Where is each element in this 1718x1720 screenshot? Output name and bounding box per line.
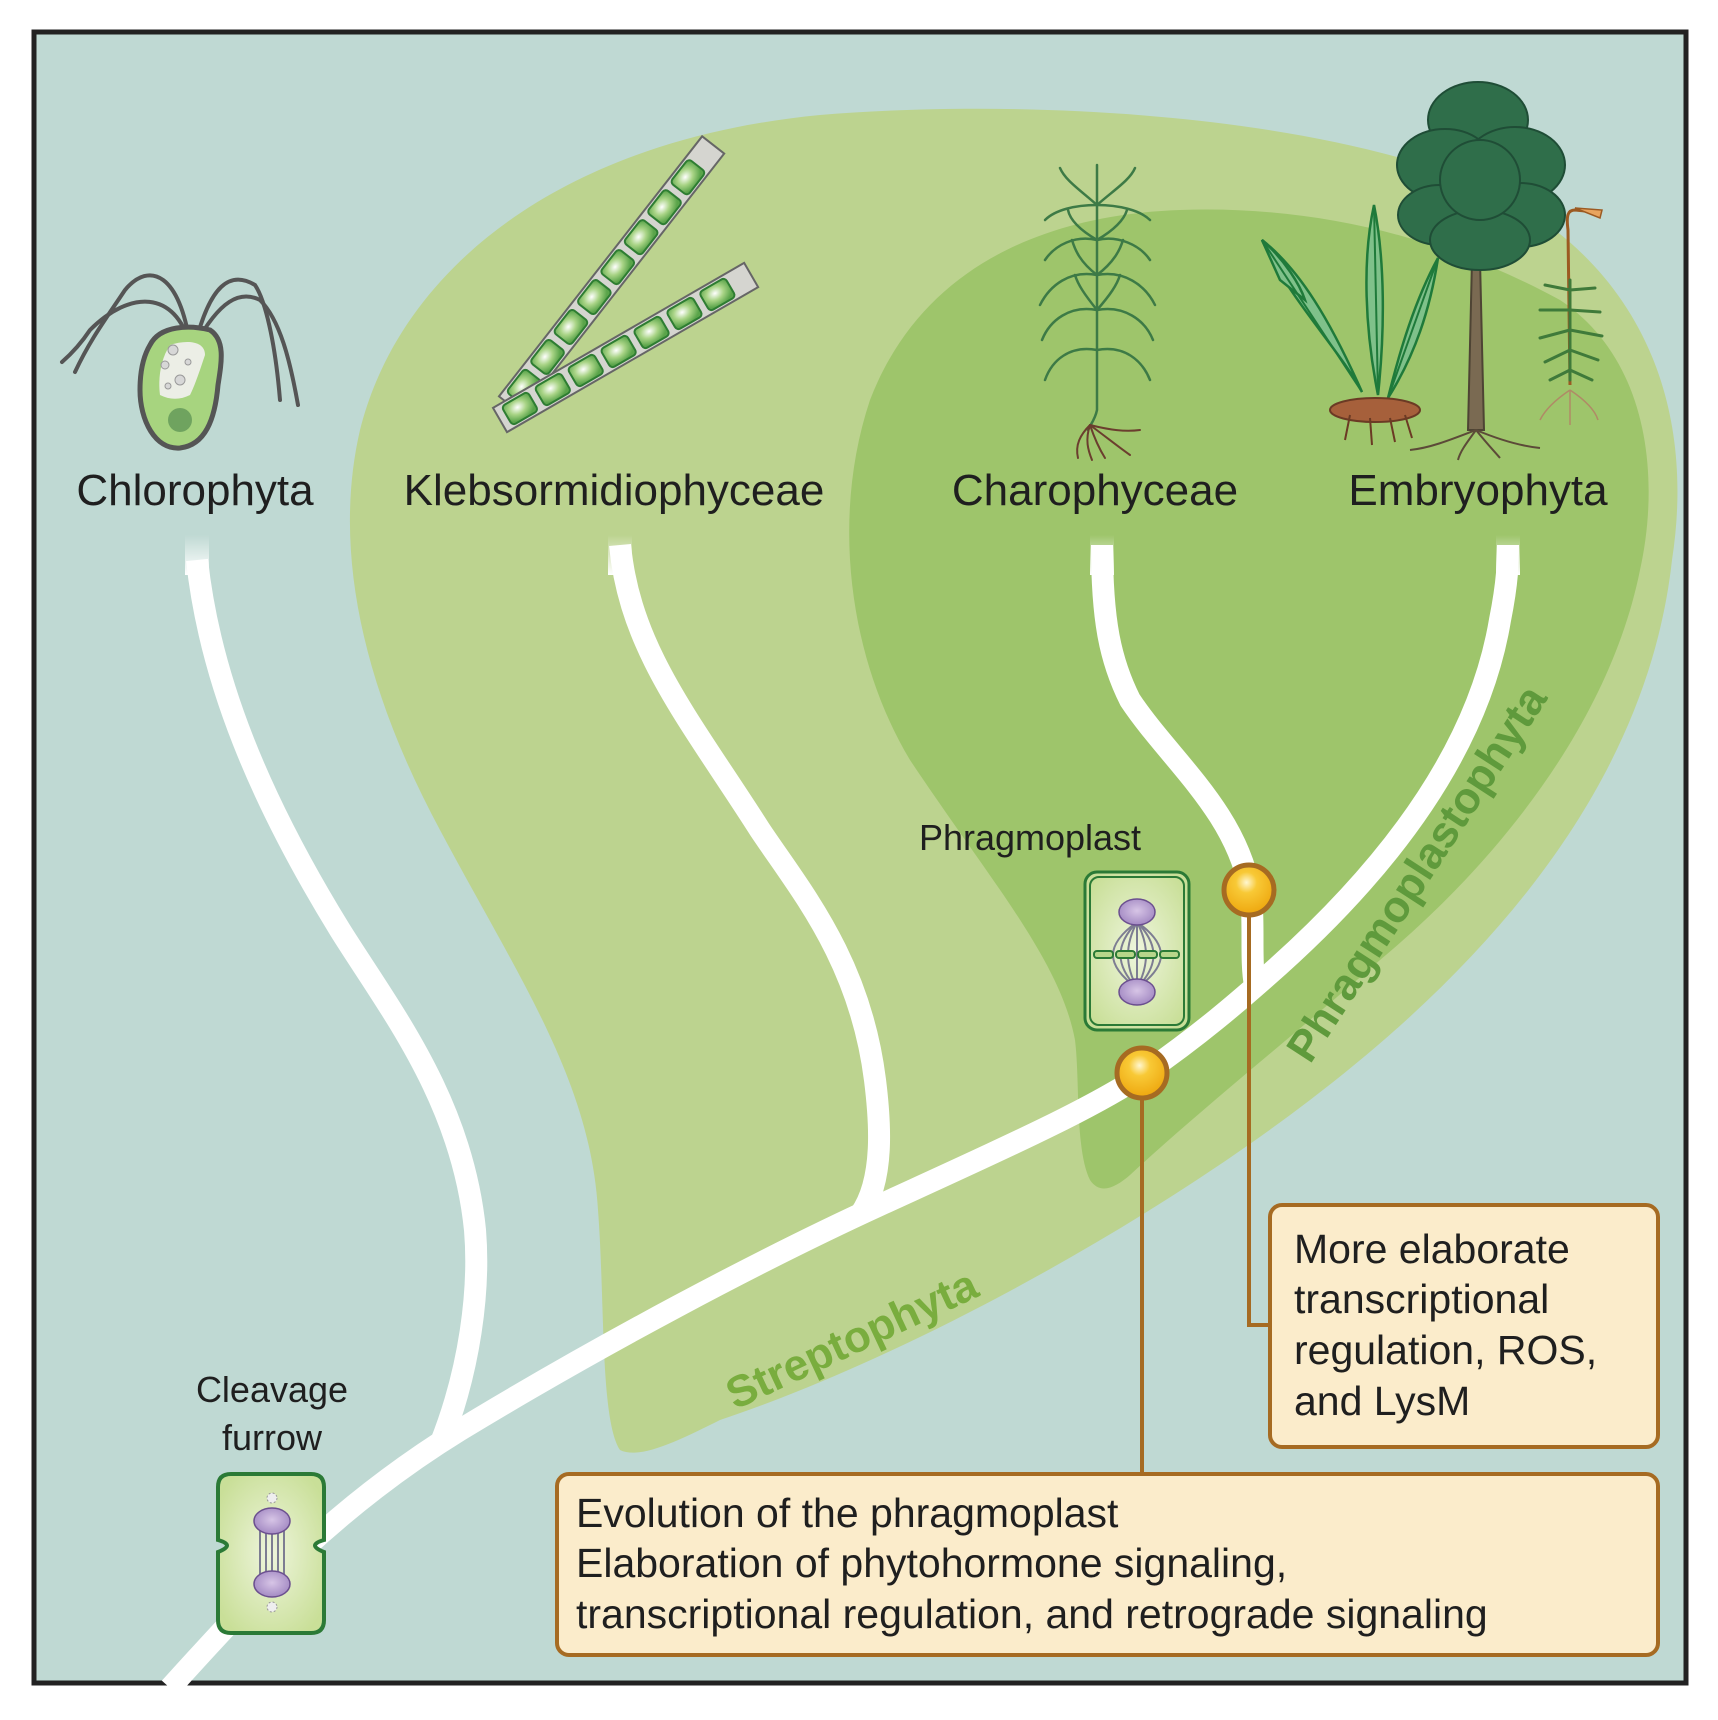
branch-fades [185,535,1520,575]
chlamydomonas-illustration [60,273,300,451]
annotation-box-lower: Evolution of the phragmoplast Elaboratio… [555,1472,1660,1657]
annotation-upper-line1: More elaborate [1294,1226,1570,1272]
phragmoplastophyta-region [849,209,1649,1189]
annotation-upper-line2: transcriptional [1294,1276,1549,1322]
annotation-lower-line2: Elaboration of phytohormone signaling, [576,1540,1287,1586]
moss-illustration [1538,207,1604,425]
taxon-label-charophyceae: Charophyceae [952,466,1238,515]
branch-charophyceae [1091,544,1266,988]
klebsormidium-illustration [491,134,760,434]
connector-upper [1247,890,1272,1327]
cleavage-furrow-label-line2: furrow [222,1417,323,1458]
chara-illustration [1038,163,1157,461]
annotation-upper-line3: regulation, ROS, [1294,1327,1597,1373]
embryophyta-illustration [1260,81,1604,461]
branch-chlorophyta [186,558,488,1450]
taxon-label-chlorophyta: Chlorophyta [76,466,314,515]
cleavage-furrow-label-line1: Cleavage [196,1369,348,1410]
taxon-label-klebsormidiophyceae: Klebsormidiophyceae [404,466,825,515]
node-charophyceae-embryophyta[interactable] [1221,862,1277,918]
annotation-lower-line3: transcriptional regulation, and retrogra… [576,1591,1488,1637]
tree-branches [161,543,1519,1696]
cleavage-furrow-cell-illustration [216,1472,326,1635]
annotation-upper-line4: and LysM [1294,1378,1470,1424]
phragmoplast-label: Phragmoplast [919,817,1141,858]
taxon-label-embryophyta: Embryophyta [1348,466,1608,515]
tree-illustration [1396,81,1566,461]
annotation-connectors [1140,890,1272,1476]
branch-trunk [161,544,1519,1696]
node-phragmoplastophyta[interactable] [1114,1045,1170,1101]
phragmoplast-cell-illustration [1083,870,1191,1032]
annotation-box-upper: More elaborate transcriptional regulatio… [1268,1203,1660,1449]
annotation-lower-line1: Evolution of the phragmoplast [576,1490,1119,1536]
branch-klebsormidiophyceae [609,543,891,1222]
